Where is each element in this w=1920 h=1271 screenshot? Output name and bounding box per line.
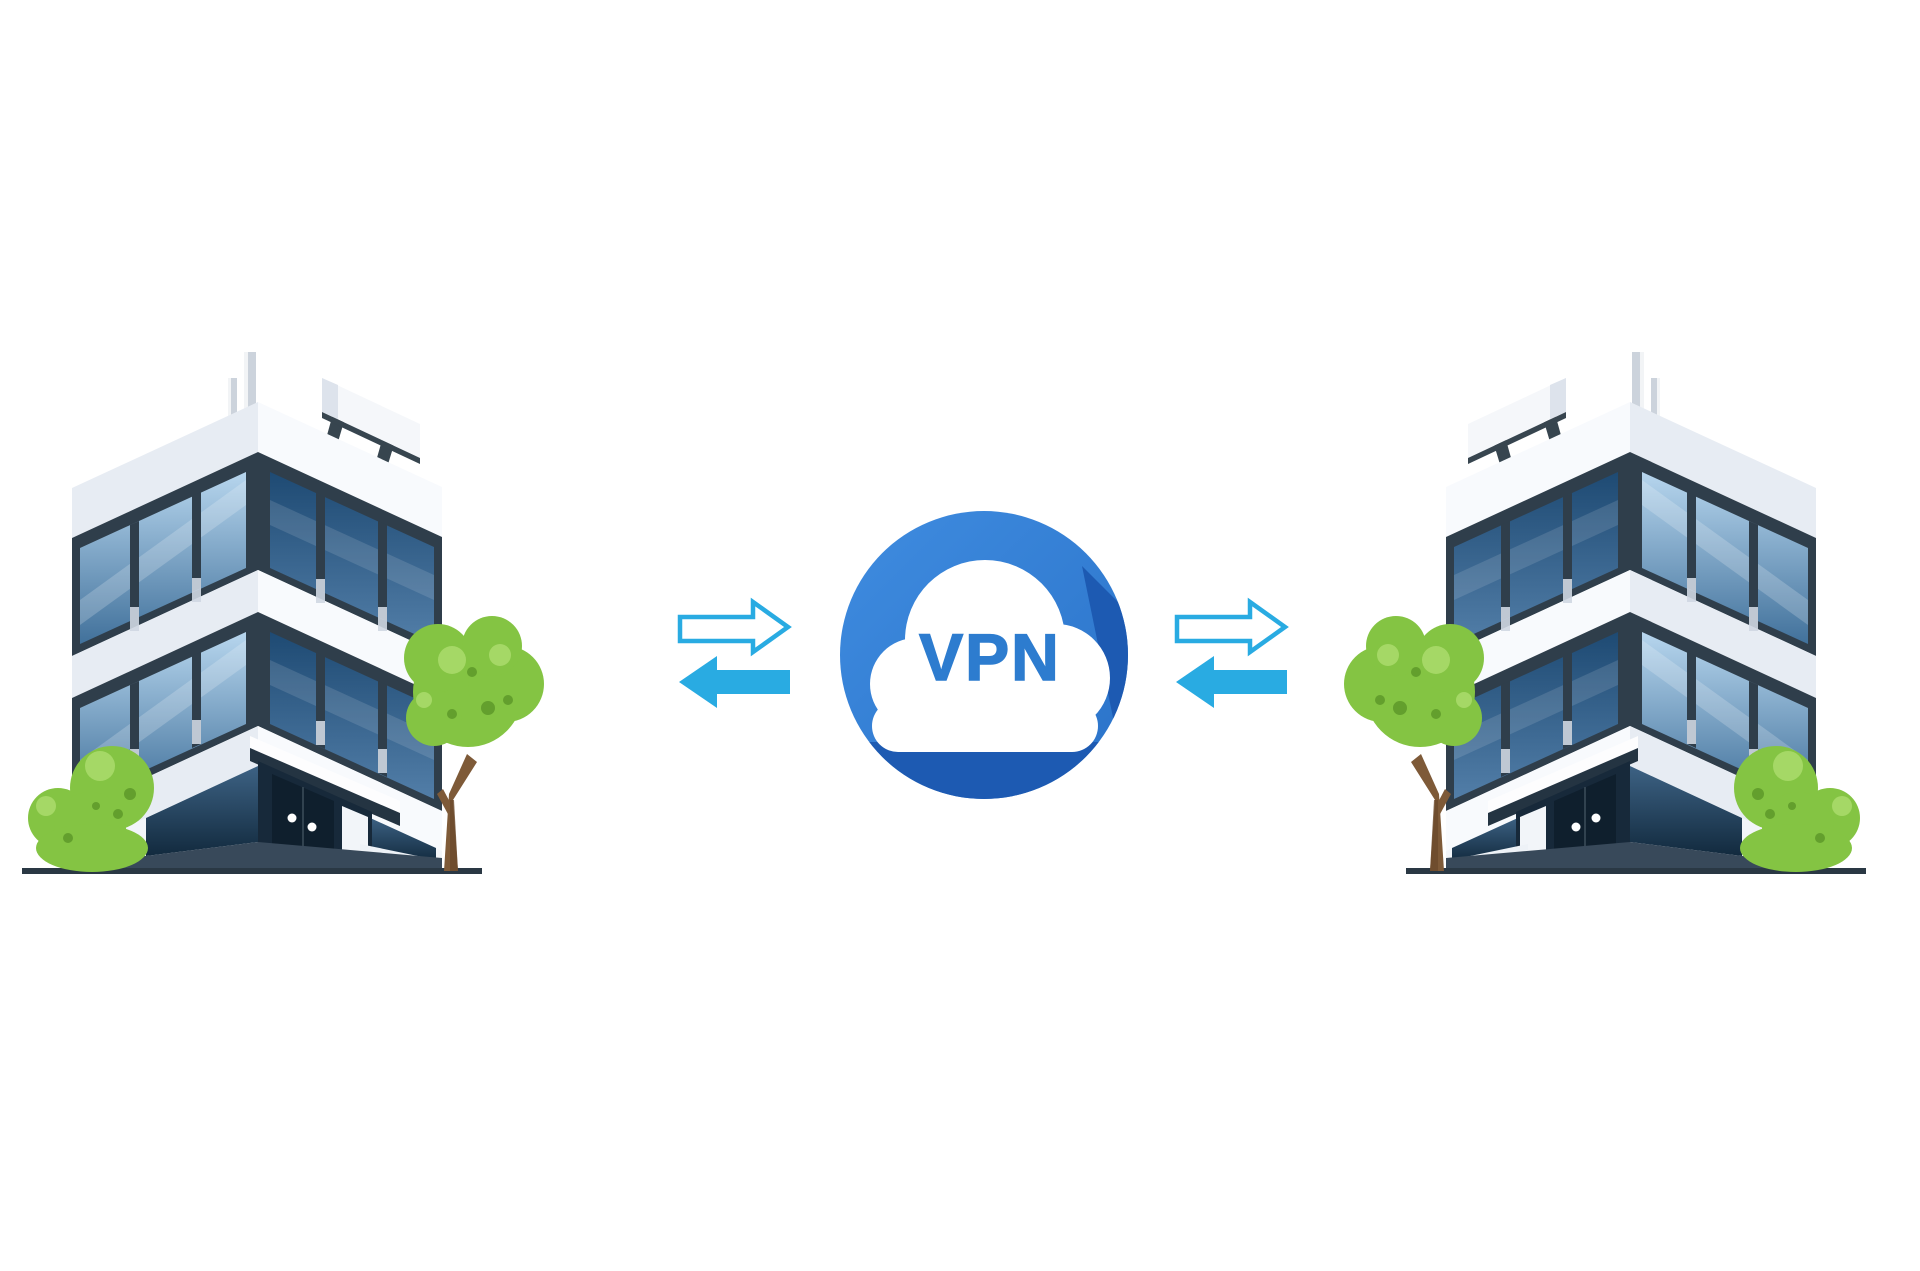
vpn-label: VPN (919, 620, 1061, 694)
vpn-badge: VPN (840, 511, 1128, 799)
arrows-right (1176, 602, 1287, 708)
office-building-right (1344, 352, 1866, 874)
cloud-icon (870, 560, 1110, 752)
office-building-left (22, 352, 544, 874)
arrows-left (679, 602, 790, 708)
